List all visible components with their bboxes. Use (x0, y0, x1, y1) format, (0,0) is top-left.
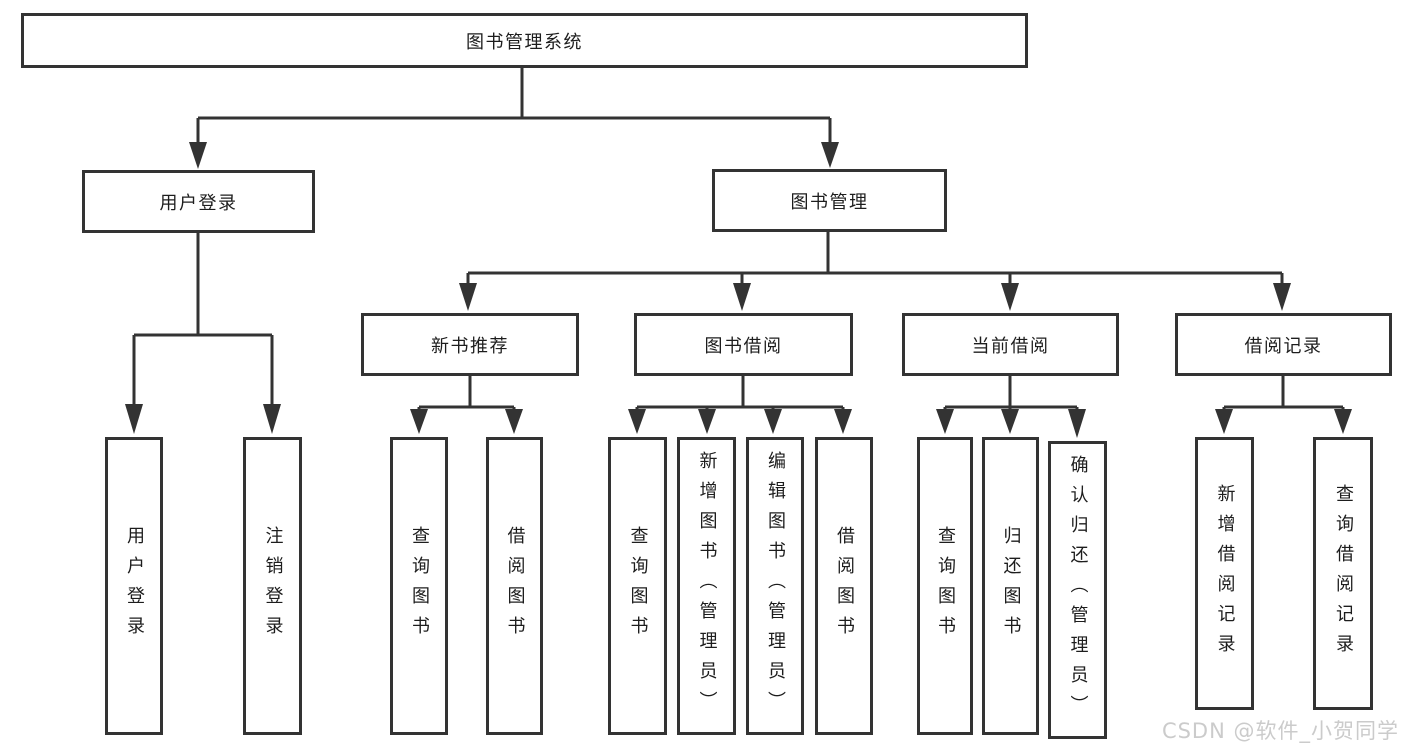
leaf-edit-book: 编辑图书（管理员） (746, 437, 804, 735)
arrowhead (1001, 283, 1019, 311)
arrowhead (1215, 409, 1233, 434)
leaf-query-book-current: 查询图书 (917, 437, 973, 735)
arrowhead (1334, 409, 1352, 434)
node-borrow-record-label: 借阅记录 (1244, 335, 1323, 357)
leaf-logout-label: 注销登录 (262, 526, 284, 646)
leaf-query-borrow-record: 查询借阅记录 (1313, 437, 1373, 710)
connector-bookborrow-to-leaves (635, 376, 845, 413)
node-book-mgmt-label: 图书管理 (790, 191, 869, 213)
leaf-query-book-current-label: 查询图书 (935, 526, 956, 646)
leaf-add-book-label: 新增图书（管理员） (696, 451, 718, 721)
leaf-user-login: 用户登录 (105, 437, 163, 735)
arrowhead (733, 283, 751, 311)
arrowhead (1001, 409, 1019, 434)
leaf-edit-book-label: 编辑图书（管理员） (765, 451, 786, 721)
leaf-query-book-newrec: 查询图书 (390, 437, 448, 735)
node-current-borrow: 当前借阅 (902, 313, 1119, 376)
connector-newbookrec-to-leaves (417, 376, 516, 413)
leaf-confirm-return-label: 确认归还（管理员） (1067, 455, 1089, 725)
node-book-borrow: 图书借阅 (634, 313, 853, 376)
arrowhead (936, 409, 954, 434)
leaf-return-book-label: 归还图书 (1000, 526, 1022, 646)
leaf-return-book: 归还图书 (982, 437, 1039, 735)
arrowhead (1068, 409, 1086, 438)
arrowheads (125, 142, 1352, 438)
connector-bookmgmt-to-level3 (466, 232, 1284, 288)
leaf-query-book-borrow-label: 查询图书 (627, 526, 649, 646)
connector-borrowrecord-to-leaves (1222, 376, 1345, 413)
leaf-add-book: 新增图书（管理员） (677, 437, 736, 735)
node-current-borrow-label: 当前借阅 (971, 335, 1050, 357)
arrowhead (263, 404, 281, 434)
arrowhead (698, 409, 716, 434)
leaf-add-borrow-record: 新增借阅记录 (1195, 437, 1254, 710)
arrowhead (410, 409, 428, 434)
leaf-user-login-label: 用户登录 (124, 526, 145, 646)
leaf-add-borrow-record-label: 新增借阅记录 (1214, 483, 1236, 664)
leaf-borrow-book-newrec-label: 借阅图书 (504, 526, 526, 646)
node-borrow-record: 借阅记录 (1175, 313, 1392, 376)
leaf-logout: 注销登录 (243, 437, 302, 735)
leaf-borrow-book-newrec: 借阅图书 (486, 437, 543, 735)
csdn-watermark: CSDN @软件_小贺同学 (1161, 719, 1399, 743)
node-new-book-rec-label: 新书推荐 (431, 335, 509, 357)
arrowhead (1273, 283, 1291, 311)
node-root-label: 图书管理系统 (466, 31, 583, 53)
arrowhead (125, 404, 143, 434)
arrowhead (628, 409, 646, 434)
node-root: 图书管理系统 (21, 13, 1028, 68)
leaf-borrow-book-borrow-label: 借阅图书 (834, 526, 855, 646)
leaf-query-borrow-record-label: 查询借阅记录 (1333, 483, 1354, 664)
arrowhead (834, 409, 852, 434)
arrowhead (459, 283, 477, 311)
node-book-borrow-label: 图书借阅 (704, 335, 783, 357)
leaf-borrow-book-borrow: 借阅图书 (815, 437, 873, 735)
arrowhead (821, 142, 839, 168)
connector-userlogin-to-leaves (132, 233, 274, 410)
leaf-confirm-return: 确认归还（管理员） (1048, 441, 1107, 739)
leaf-query-book-newrec-label: 查询图书 (409, 526, 430, 646)
node-user-login-label: 用户登录 (159, 192, 238, 214)
node-book-mgmt: 图书管理 (712, 169, 947, 232)
connector-root-to-level2 (196, 68, 832, 150)
arrowhead (189, 142, 207, 169)
connector-currentborrow-to-leaves (943, 376, 1079, 413)
node-user-login: 用户登录 (82, 170, 315, 233)
leaf-query-book-borrow: 查询图书 (608, 437, 667, 735)
arrowhead (505, 409, 523, 434)
node-new-book-rec: 新书推荐 (361, 313, 579, 376)
arrowhead (764, 409, 782, 434)
